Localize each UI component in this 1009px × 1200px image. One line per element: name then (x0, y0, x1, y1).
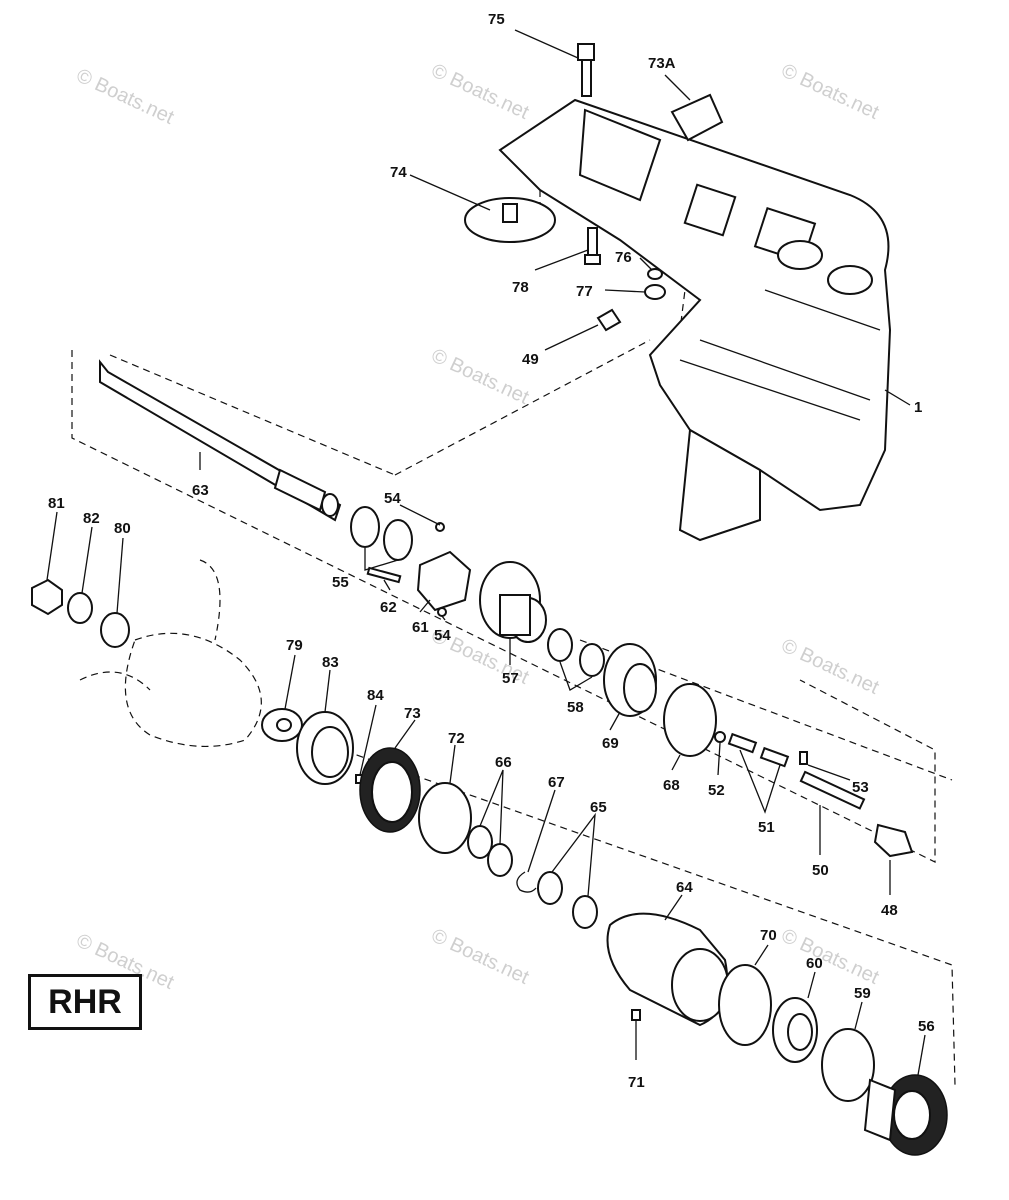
part-55-ring (383, 519, 413, 561)
callout-66: 66 (495, 754, 512, 771)
callout-68: 68 (663, 777, 680, 794)
callout-58: 58 (567, 699, 584, 716)
part-51-spring (759, 746, 790, 768)
rotation-badge: RHR (28, 974, 142, 1030)
callout-77: 77 (576, 283, 593, 300)
part-60-bearing (772, 997, 818, 1063)
part-59-shim (821, 1028, 875, 1102)
part-63-propeller-shaft (99, 359, 342, 522)
part-82-tab-washer (67, 592, 93, 624)
watermark: © Boats.net (778, 60, 883, 124)
callout-63: 63 (192, 482, 209, 499)
callout-79: 79 (286, 637, 303, 654)
part-48-follower (873, 823, 914, 858)
callout-73: 73 (404, 705, 421, 722)
watermark: © Boats.net (428, 925, 533, 989)
part-57-gear (479, 561, 547, 643)
part-61-clutch (416, 550, 472, 612)
part-53-pin (799, 751, 808, 765)
part-73a-anode (670, 93, 724, 142)
propeller-outline (79, 559, 262, 747)
part-73-gear-ring (359, 747, 421, 833)
part-50-cam (799, 770, 866, 810)
leader-lines (46, 29, 926, 1076)
callout-59: 59 (854, 985, 871, 1002)
part-62-pin (366, 566, 402, 584)
gear-housing (498, 98, 892, 542)
callout-84: 84 (367, 687, 384, 704)
callout-81: 81 (48, 495, 65, 512)
callout-76: 76 (615, 249, 632, 266)
callout-54: 54 (384, 490, 401, 507)
callout-57: 57 (502, 670, 519, 687)
part-83-retainer (296, 711, 354, 785)
part-52-ball (714, 731, 726, 743)
part-65-bearing (572, 895, 598, 929)
callout-61: 61 (412, 619, 429, 636)
callout-48: 48 (881, 902, 898, 919)
callout-75: 75 (488, 11, 505, 28)
part-56-pinion-gear (863, 1074, 948, 1156)
part-76-washer (647, 268, 663, 280)
callout-80: 80 (114, 520, 131, 537)
part-69-bearing (603, 643, 657, 717)
callout-78: 78 (512, 279, 529, 296)
part-70-o-ring (718, 964, 772, 1046)
part-58-bearing (579, 643, 605, 677)
part-51-spring (727, 732, 758, 754)
callout-53: 53 (852, 779, 869, 796)
part-49-clip (596, 308, 622, 332)
callout-67: 67 (548, 774, 565, 791)
callout-56: 56 (918, 1018, 935, 1035)
part-79-washer (261, 708, 303, 742)
callout-labels: 75 73A 74 78 76 77 49 1 63 81 82 80 54 5… (48, 11, 935, 1091)
part-58-bearing (547, 628, 573, 662)
callout-73a: 73A (648, 55, 676, 72)
part-54-ball (435, 522, 445, 532)
callout-74: 74 (390, 164, 407, 181)
part-55-ring (350, 506, 380, 548)
callout-69: 69 (602, 735, 619, 752)
callout-82: 82 (83, 510, 100, 527)
callout-70: 70 (760, 927, 777, 944)
part-64-bearing-carrier (606, 912, 729, 1027)
part-81-nut (31, 578, 63, 616)
part-67-snap-ring (516, 871, 537, 893)
callout-54: 54 (434, 627, 451, 644)
callout-49: 49 (522, 351, 539, 368)
watermark: © Boats.net (428, 60, 533, 124)
callout-50: 50 (812, 862, 829, 879)
part-66-seal (487, 843, 513, 877)
callout-64: 64 (676, 879, 693, 896)
callout-72: 72 (448, 730, 465, 747)
callout-51: 51 (758, 819, 775, 836)
part-80-spacer (100, 612, 130, 648)
part-78-bolt (584, 227, 601, 265)
part-75-bolt (577, 43, 595, 97)
watermark: © Boats.net (73, 65, 178, 129)
callout-62: 62 (380, 599, 397, 616)
callout-55: 55 (332, 574, 349, 591)
watermark: © Boats.net (428, 345, 533, 409)
part-68-o-ring (663, 683, 717, 757)
watermark: © Boats.net (778, 925, 883, 989)
part-72-lock-ring (418, 782, 472, 854)
callout-60: 60 (806, 955, 823, 972)
callout-71: 71 (628, 1074, 645, 1091)
callout-65: 65 (590, 799, 607, 816)
part-65-bearing (537, 871, 563, 905)
part-77-nut (644, 284, 666, 300)
callout-52: 52 (708, 782, 725, 799)
part-71-pin (631, 1009, 641, 1021)
callout-1: 1 (914, 399, 922, 416)
watermark: © Boats.net (778, 635, 883, 699)
callout-83: 83 (322, 654, 339, 671)
